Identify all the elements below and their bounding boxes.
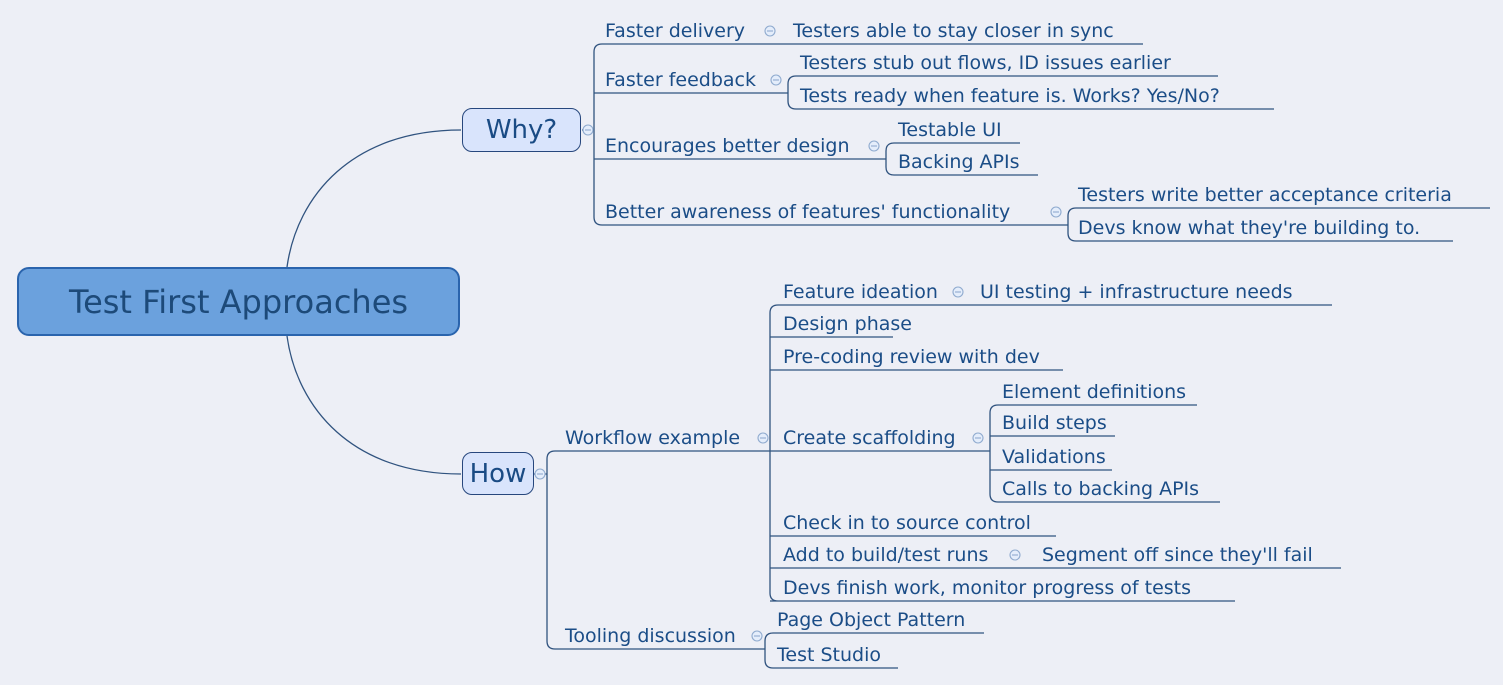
fold-icon[interactable] — [1050, 206, 1062, 218]
node-workflow-example[interactable]: Workflow example — [565, 427, 741, 449]
node-ui-testing-needs[interactable]: UI testing + infrastructure needs — [980, 281, 1293, 303]
node-faster-feedback[interactable]: Faster feedback — [605, 69, 756, 91]
node-testable-ui[interactable]: Testable UI — [898, 119, 1002, 141]
node-how[interactable]: How — [462, 452, 534, 495]
fold-icon[interactable] — [582, 124, 594, 136]
node-why[interactable]: Why? — [462, 108, 581, 152]
node-page-object-pattern[interactable]: Page Object Pattern — [777, 609, 966, 631]
node-test-studio[interactable]: Test Studio — [777, 644, 881, 666]
node-segment-off[interactable]: Segment off since they'll fail — [1042, 544, 1313, 566]
fold-icon[interactable] — [534, 468, 546, 480]
node-check-in-source[interactable]: Check in to source control — [783, 512, 1031, 534]
fold-icon[interactable] — [770, 74, 782, 86]
node-tests-ready[interactable]: Tests ready when feature is. Works? Yes/… — [800, 85, 1220, 107]
node-element-definitions[interactable]: Element definitions — [1002, 381, 1187, 403]
node-better-awareness[interactable]: Better awareness of features' functional… — [605, 201, 1011, 223]
fold-icon[interactable] — [972, 432, 984, 444]
fold-icon[interactable] — [952, 286, 964, 298]
node-create-scaffolding[interactable]: Create scaffolding — [783, 427, 956, 449]
node-devs-finish-work[interactable]: Devs finish work, monitor progress of te… — [783, 577, 1192, 599]
node-backing-apis[interactable]: Backing APIs — [898, 151, 1020, 173]
edge-root-branches — [286, 129, 462, 475]
node-faster-delivery[interactable]: Faster delivery — [605, 20, 746, 42]
fold-icon[interactable] — [1009, 549, 1021, 561]
node-feature-ideation[interactable]: Feature ideation — [783, 281, 938, 303]
fold-icon[interactable] — [868, 140, 880, 152]
node-testers-stub-flows[interactable]: Testers stub out flows, ID issues earlie… — [800, 52, 1171, 74]
node-calls-backing-apis[interactable]: Calls to backing APIs — [1002, 478, 1200, 500]
node-devs-know-building[interactable]: Devs know what they're building to. — [1078, 217, 1421, 239]
node-encourages-design[interactable]: Encourages better design — [605, 135, 850, 157]
node-build-steps[interactable]: Build steps — [1002, 412, 1107, 434]
node-add-build-test-runs[interactable]: Add to build/test runs — [783, 544, 989, 566]
node-pre-coding-review[interactable]: Pre-coding review with dev — [783, 346, 1040, 368]
node-acceptance-criteria[interactable]: Testers write better acceptance criteria — [1078, 184, 1452, 206]
node-validations[interactable]: Validations — [1002, 446, 1106, 468]
node-root[interactable]: Test First Approaches — [17, 267, 460, 336]
node-design-phase[interactable]: Design phase — [783, 313, 912, 335]
fold-icon[interactable] — [764, 25, 776, 37]
node-testers-stay-in-sync[interactable]: Testers able to stay closer in sync — [793, 20, 1114, 42]
fold-icon[interactable] — [751, 630, 763, 642]
node-tooling-discussion[interactable]: Tooling discussion — [565, 625, 736, 647]
fold-icon[interactable] — [757, 432, 769, 444]
